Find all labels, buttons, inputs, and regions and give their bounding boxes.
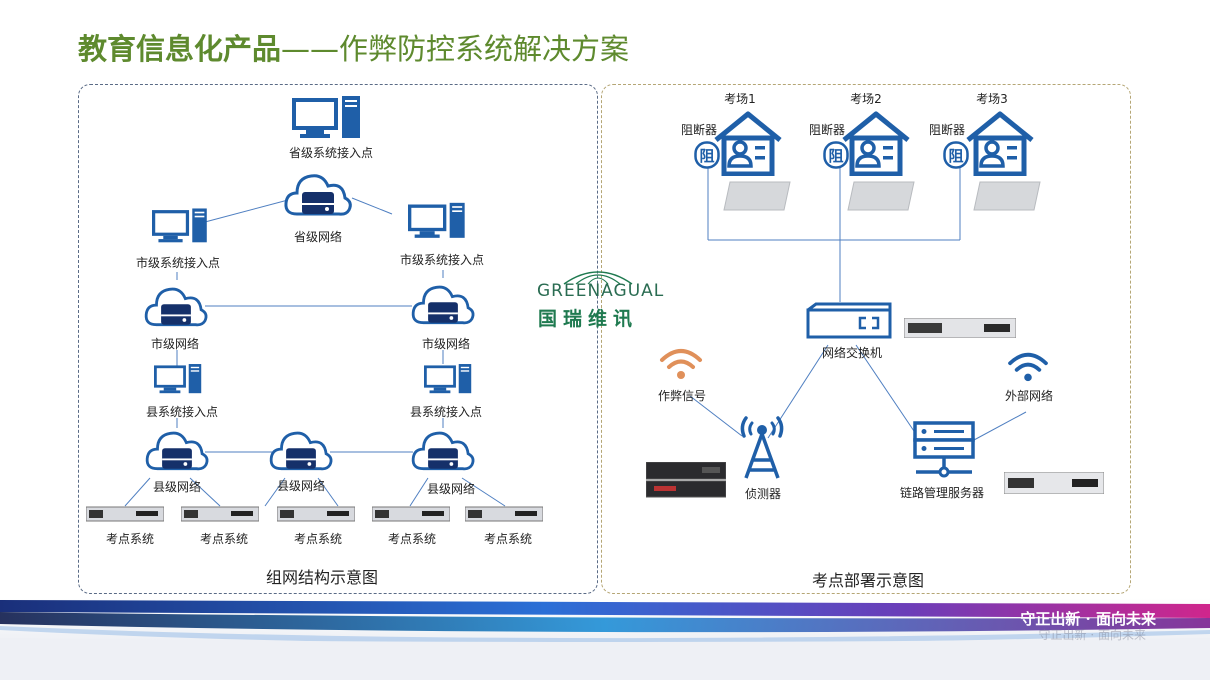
- city-cloud-icon-right: [411, 285, 475, 325]
- county-net-label-1: 县级网络: [152, 480, 202, 494]
- county-cloud-icon-3: [411, 431, 475, 471]
- network-structure-panel: [78, 84, 598, 594]
- footer-slogan: 守正出新 · 面向未来: [1020, 610, 1156, 628]
- cheat-signal-wifi-icon: [660, 349, 702, 379]
- page-title: 教育信息化产品——作弊防控系统解决方案: [78, 26, 629, 68]
- exam-room-2-icon: [842, 111, 910, 176]
- external-network-label: 外部网络: [1004, 389, 1054, 403]
- blocker-device-icon-3: [973, 181, 1041, 211]
- exam-server-icon-5: [465, 506, 543, 522]
- county-computer-icon-left: [154, 364, 202, 394]
- province-cloud-icon: [284, 174, 352, 216]
- room-3-label: 考场3: [976, 92, 1008, 106]
- blocker-badge-2-text: 阻: [828, 147, 844, 165]
- province-net-label: 省级网络: [293, 230, 343, 244]
- blocker-3-label: 阻断器: [928, 123, 966, 137]
- link-server-label: 链路管理服务器: [899, 486, 985, 500]
- logo-chinese: 国瑞维讯: [538, 308, 639, 330]
- exam-server-icon-2: [181, 506, 259, 522]
- exam-server-icon-1: [86, 506, 164, 522]
- county-net-label-2: 县级网络: [276, 479, 326, 493]
- link-server-icon: [913, 421, 975, 478]
- blocker-badge-3-text: 阻: [948, 147, 964, 165]
- blocker-badge-icon-3: [943, 141, 969, 169]
- province-computer-icon: [292, 96, 360, 138]
- footer-slogan-reflection: 守正出新 · 面向未来: [1038, 628, 1146, 642]
- city-pc-label-left: 市级系统接入点: [135, 256, 221, 270]
- exam-room-1-icon: [714, 111, 782, 176]
- detector-tower-icon: [740, 416, 784, 479]
- switch-label: 网络交换机: [821, 346, 883, 360]
- city-computer-icon-left: [152, 208, 207, 243]
- blocker-2-label: 阻断器: [808, 123, 846, 137]
- city-net-label-left: 市级网络: [150, 337, 200, 351]
- exam-point-label-3: 考点系统: [293, 532, 343, 546]
- blocker-badge-icon-1: [694, 141, 720, 169]
- city-cloud-icon-left: [144, 287, 208, 327]
- exam-point-label-5: 考点系统: [483, 532, 533, 546]
- exam-server-icon-3: [277, 506, 355, 522]
- exam-room-3-icon: [966, 111, 1034, 176]
- exam-point-label-1: 考点系统: [105, 532, 155, 546]
- detector-hardware-icon: [646, 462, 726, 498]
- county-pc-label-right: 县系统接入点: [409, 405, 483, 419]
- logo-english: GREENAGUAL: [537, 281, 665, 301]
- switch-hardware-icon: [904, 318, 1016, 338]
- title-rest: ——作弊防控系统解决方案: [281, 32, 630, 66]
- exam-server-icon-4: [372, 506, 450, 522]
- server-hardware-icon: [1004, 472, 1104, 494]
- left-panel-caption: 组网结构示意图: [265, 568, 379, 587]
- blocker-badge-icon-2: [823, 141, 849, 169]
- company-logo-icon: [563, 271, 633, 285]
- exam-deployment-panel: [601, 84, 1131, 594]
- footer-light-band: [0, 598, 1210, 680]
- blocker-1-label: 阻断器: [680, 123, 718, 137]
- blocker-device-icon-2: [847, 181, 915, 211]
- external-network-wifi-icon: [1008, 352, 1048, 382]
- province-pc-label: 省级系统接入点: [288, 146, 374, 160]
- cheat-signal-label: 作弊信号: [657, 389, 707, 403]
- city-pc-label-right: 市级系统接入点: [399, 253, 485, 267]
- county-net-label-3: 县级网络: [426, 482, 476, 496]
- county-cloud-icon-1: [145, 431, 209, 471]
- network-switch-icon: [806, 302, 892, 339]
- blocker-device-icon-1: [723, 181, 791, 211]
- exam-point-label-2: 考点系统: [199, 532, 249, 546]
- city-net-label-right: 市级网络: [421, 337, 471, 351]
- room-1-label: 考场1: [724, 92, 756, 106]
- county-pc-label-left: 县系统接入点: [145, 405, 219, 419]
- county-cloud-icon-2: [269, 431, 333, 471]
- blocker-badge-1-text: 阻: [699, 147, 715, 165]
- city-computer-icon-right: [408, 202, 465, 238]
- right-panel-caption: 考点部署示意图: [811, 571, 925, 590]
- detector-label: 侦测器: [744, 487, 782, 501]
- county-computer-icon-right: [424, 364, 472, 394]
- room-2-label: 考场2: [850, 92, 882, 106]
- title-bold: 教育信息化产品: [78, 32, 282, 66]
- exam-point-label-4: 考点系统: [387, 532, 437, 546]
